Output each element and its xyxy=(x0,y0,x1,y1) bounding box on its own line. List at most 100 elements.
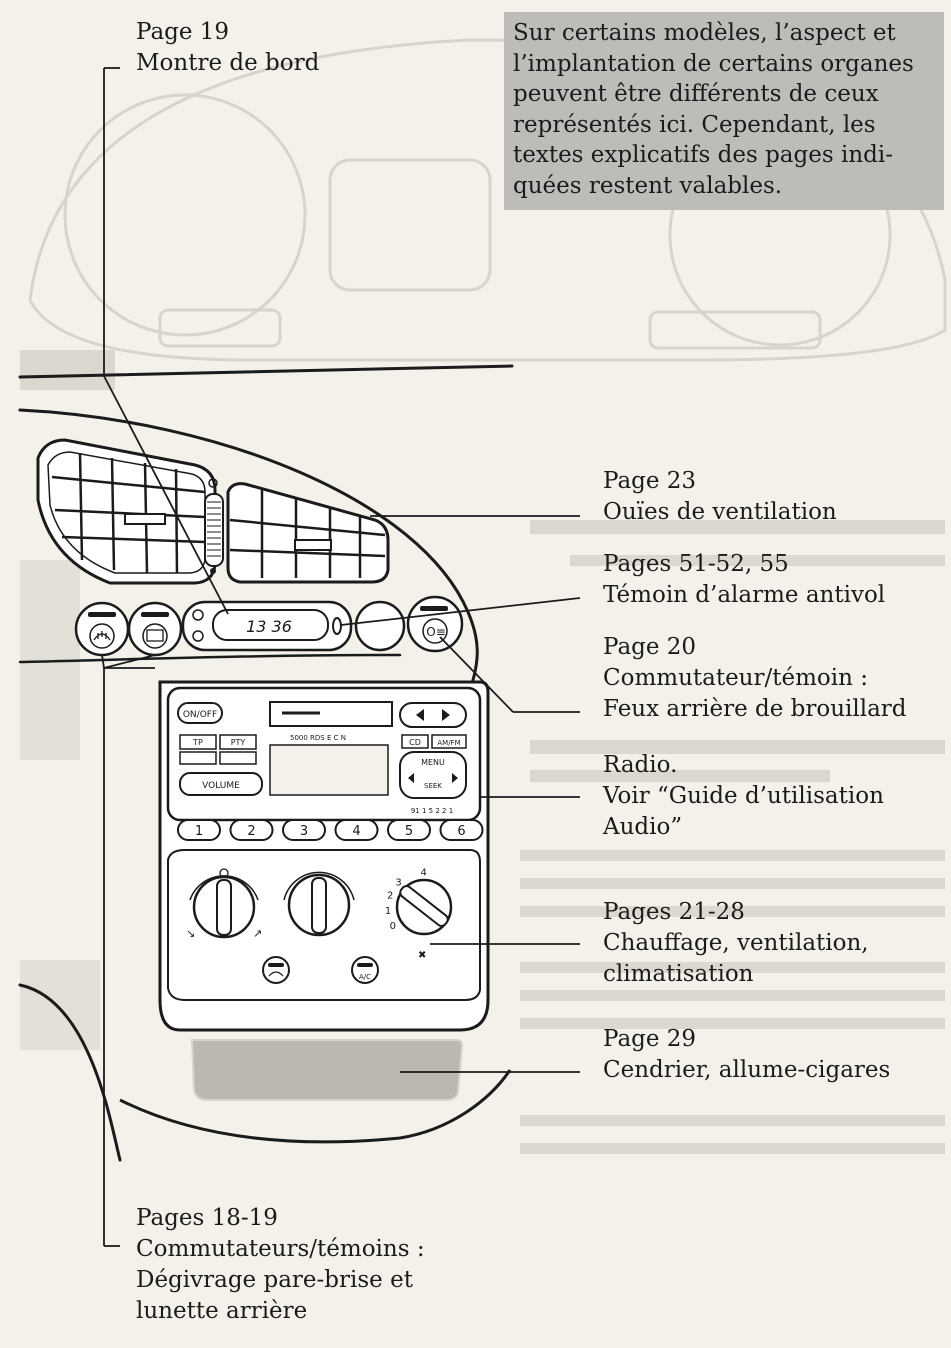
right-air-vent[interactable] xyxy=(226,482,390,584)
radio-aux-button-2[interactable] xyxy=(219,751,257,765)
callout-text: climatisation xyxy=(603,961,754,987)
fan-scale-label: 3 xyxy=(395,878,401,889)
rear-fog-switch[interactable]: O≡ xyxy=(406,595,464,653)
radio-cd-button[interactable]: CD xyxy=(401,734,429,749)
note-line: quées restent valables. xyxy=(513,172,783,199)
radio-model-label: 5000 RDS E C N xyxy=(290,734,346,742)
leader-defrost xyxy=(101,654,156,1247)
ac-label: A/C xyxy=(359,973,371,981)
callout-fog: Page 20 Commutateur/témoin : Feux arrièr… xyxy=(603,632,907,725)
windscreen-defrost-switch[interactable] xyxy=(74,601,130,657)
callout-clock: Page 19 Montre de bord xyxy=(136,17,319,79)
alarm-indicator-light xyxy=(332,617,342,635)
preset-button-4[interactable]: 4 xyxy=(334,819,379,841)
radio-preset-buttons: 1 2 3 4 5 6 xyxy=(177,819,484,841)
ac-button[interactable]: A/C xyxy=(351,956,379,984)
radio-pty-label: PTY xyxy=(231,738,246,747)
note-line: l’implantation de certains organes xyxy=(513,50,914,77)
disclaimer-note: Sur certains modèles, l’aspect et l’impl… xyxy=(504,12,944,210)
callout-page: Radio. xyxy=(603,752,678,778)
callout-page: Page 20 xyxy=(603,634,697,660)
blank-switch xyxy=(354,600,406,652)
leader-alarm xyxy=(340,597,581,626)
leader-clock xyxy=(103,67,229,615)
note-line: Sur certains modèles, l’aspect et xyxy=(513,20,896,46)
preset-button-6[interactable]: 6 xyxy=(439,819,484,841)
preset-label: 2 xyxy=(247,824,255,839)
callout-ashtray: Page 29 Cendrier, allume-cigares xyxy=(603,1024,890,1086)
radio-display xyxy=(269,744,389,796)
callout-page: Pages 51-52, 55 xyxy=(603,551,789,577)
air-distribution-knob[interactable]: ↘ ↗ xyxy=(186,868,262,940)
radio-seek-label: SEEK xyxy=(424,782,442,790)
callout-page: Page 23 xyxy=(603,468,697,494)
callout-text: Feux arrière de brouillard xyxy=(603,696,907,722)
lower-console-curve xyxy=(119,1069,512,1144)
radio-amfm-button[interactable]: AM/FM xyxy=(431,734,467,749)
vent-adjuster-wheel[interactable] xyxy=(204,478,224,574)
radio-pty-button[interactable]: PTY xyxy=(219,734,257,750)
radio-volume-label: VOLUME xyxy=(202,781,240,791)
radio-onoff-button[interactable]: ON/OFF xyxy=(177,702,223,724)
callout-text: Chauffage, ventilation, xyxy=(603,930,869,956)
radio-menu-seek-control[interactable]: MENU SEEK xyxy=(399,751,467,799)
fan-scale-label: 2 xyxy=(387,891,393,902)
clock-housing xyxy=(181,600,353,652)
callout-text: Voir “Guide d’utilisation xyxy=(603,783,884,809)
temperature-knob[interactable] xyxy=(283,871,355,937)
dashboard-curve xyxy=(18,408,479,692)
callout-text: lunette arrière xyxy=(136,1298,308,1324)
callout-heating: Pages 21-28 Chauffage, ventilation, clim… xyxy=(603,897,869,990)
callout-text: Dégivrage pare-brise et xyxy=(136,1267,413,1293)
radio-tuning-rocker[interactable] xyxy=(399,702,467,728)
note-line: représentés ici. Cependant, les xyxy=(513,111,876,138)
callout-text: Cendrier, allume-cigares xyxy=(603,1057,891,1083)
note-line: textes explicatifs des pages indi- xyxy=(513,142,893,168)
preset-button-1[interactable]: 1 xyxy=(177,819,221,841)
windscreen-icon: ↗ xyxy=(253,927,262,940)
preset-label: 5 xyxy=(405,824,413,839)
dashboard-bottom-curve xyxy=(18,983,122,1162)
callout-vents: Page 23 Ouïes de ventilation xyxy=(603,466,837,528)
callout-defrost: Pages 18-19 Commutateurs/témoins : Dégiv… xyxy=(136,1203,425,1327)
rear-window-defrost-switch[interactable] xyxy=(127,601,183,657)
fan-scale-label: 0 xyxy=(390,921,396,932)
callout-text: Montre de bord xyxy=(136,50,320,76)
preset-label: 6 xyxy=(457,824,465,839)
callout-page: Pages 21-28 xyxy=(603,899,745,925)
fan-scale-label: 1 xyxy=(385,906,391,917)
preset-label: 1 xyxy=(195,824,203,839)
cassette-slot xyxy=(269,701,393,727)
clock-display: 13 36 xyxy=(246,617,292,636)
radio-aux-button-1[interactable] xyxy=(179,751,217,765)
rear-window-defrost-icon xyxy=(146,629,164,642)
preset-button-5[interactable]: 5 xyxy=(387,819,431,841)
radio-volume-control[interactable]: VOLUME xyxy=(179,772,263,796)
left-air-vent[interactable] xyxy=(36,438,217,585)
radio-menu-label: MENU xyxy=(421,758,445,767)
preset-label: 3 xyxy=(300,824,308,839)
leader-fog xyxy=(439,636,580,713)
recirculation-icon xyxy=(268,971,284,977)
callout-text: Commutateur/témoin : xyxy=(603,665,868,691)
recirculation-button[interactable] xyxy=(262,956,290,984)
fan-scale-label: 4 xyxy=(421,868,427,879)
dashboard-lower-edge xyxy=(18,653,402,664)
callout-text: Ouïes de ventilation xyxy=(603,499,837,525)
fog-lamp-icon: O≡ xyxy=(426,625,446,639)
radio-cd-label: CD xyxy=(409,738,421,747)
preset-button-2[interactable]: 2 xyxy=(229,819,274,841)
note-line: peuvent être différents de ceux xyxy=(513,81,879,107)
callout-radio: Radio. Voir “Guide d’utilisation Audio” xyxy=(603,750,884,843)
radio-tp-button[interactable]: TP xyxy=(179,734,217,750)
background-text-ghost xyxy=(20,350,945,1154)
preset-button-3[interactable]: 3 xyxy=(282,819,326,841)
callout-text: Témoin d’alarme antivol xyxy=(603,582,886,608)
callout-text: Audio” xyxy=(603,814,683,840)
dashboard-top-edge xyxy=(18,364,514,379)
ashtray[interactable] xyxy=(190,1039,464,1101)
footwell-icon: ↘ xyxy=(186,927,195,940)
radio-onoff-label: ON/OFF xyxy=(183,710,217,720)
